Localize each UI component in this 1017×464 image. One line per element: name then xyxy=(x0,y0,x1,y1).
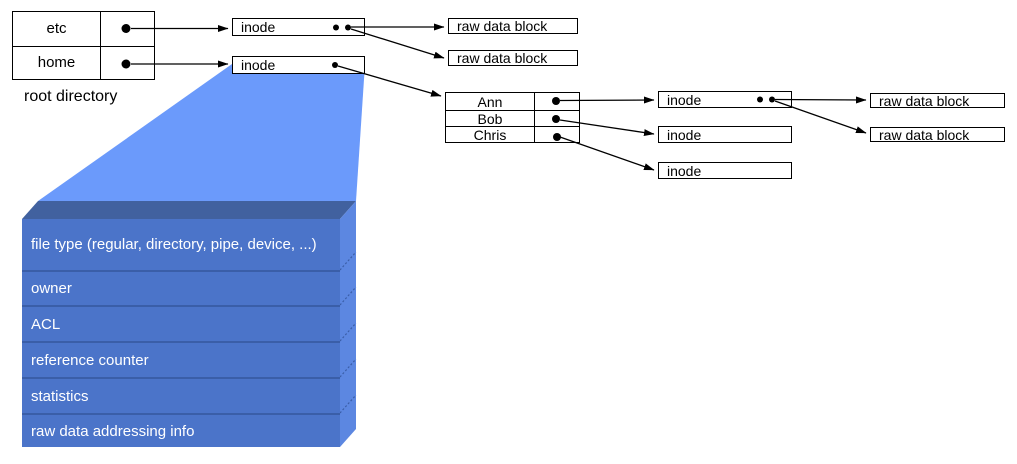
home-directory-table: Ann Bob Chris xyxy=(445,92,580,143)
raw-data-block-label: raw data block xyxy=(457,50,548,66)
inode-field-reference-counter: reference counter xyxy=(22,341,340,377)
home-entry-chris: Chris xyxy=(446,126,579,143)
inode-field-owner: owner xyxy=(22,270,340,305)
root-entry-etc: etc xyxy=(13,12,154,46)
inode-field-label: reference counter xyxy=(31,351,149,369)
detail-box-top-bevel xyxy=(22,201,356,219)
root-entry-home: home xyxy=(13,45,154,79)
pointer-cell xyxy=(534,127,579,142)
inode-field-acl: ACL xyxy=(22,305,340,341)
inode-box-chris: inode xyxy=(658,162,792,179)
inode-field-label: raw data addressing info xyxy=(31,422,195,440)
inode-detail-box: file type (regular, directory, pipe, dev… xyxy=(22,219,340,447)
root-directory-label: root directory xyxy=(24,88,118,105)
inode-box-ann: inode xyxy=(658,91,792,108)
raw-data-block-3: raw data block xyxy=(870,92,1005,109)
inode-field-statistics: statistics xyxy=(22,377,340,413)
entry-name: Chris xyxy=(473,126,507,143)
home-entry-bob: Bob xyxy=(446,110,579,127)
pointer-cell xyxy=(100,12,154,46)
root-directory-table: etc home xyxy=(12,11,155,80)
inode-field-label: file type (regular, directory, pipe, dev… xyxy=(31,236,317,253)
side-bevel-separators xyxy=(339,251,357,414)
detail-box-side-bevel xyxy=(340,201,356,447)
raw-data-block-label: raw data block xyxy=(457,18,548,34)
pointer-cell xyxy=(534,111,579,126)
inode-field-file-type: file type (regular, directory, pipe, dev… xyxy=(22,219,340,270)
inode-label: inode xyxy=(667,91,702,108)
inode-field-label: ACL xyxy=(31,315,61,333)
raw-data-block-label: raw data block xyxy=(879,92,970,109)
inode-label: inode xyxy=(241,57,276,73)
inode-box-home: inode xyxy=(232,56,365,74)
raw-data-block-4: raw data block xyxy=(870,126,1005,143)
inode-field-raw-data-addressing: raw data addressing info xyxy=(22,413,340,447)
inode-box-etc: inode xyxy=(232,18,365,36)
entry-name: etc xyxy=(46,20,67,38)
entry-name: Bob xyxy=(477,110,503,127)
home-entry-ann: Ann xyxy=(446,93,579,110)
pointer-cell xyxy=(534,93,579,110)
zoom-beam xyxy=(38,64,365,201)
inode-label: inode xyxy=(241,19,276,35)
raw-data-block-2: raw data block xyxy=(448,50,578,66)
inode-label: inode xyxy=(667,126,702,143)
inode-box-bob: inode xyxy=(658,126,792,143)
raw-data-block-1: raw data block xyxy=(448,18,578,34)
pointer-cell xyxy=(100,46,154,79)
entry-name: home xyxy=(37,54,76,72)
entry-name: Ann xyxy=(477,93,503,110)
inode-field-label: owner xyxy=(31,280,72,297)
raw-data-block-label: raw data block xyxy=(879,126,970,143)
inode-label: inode xyxy=(667,162,702,179)
inode-field-label: statistics xyxy=(31,387,89,405)
